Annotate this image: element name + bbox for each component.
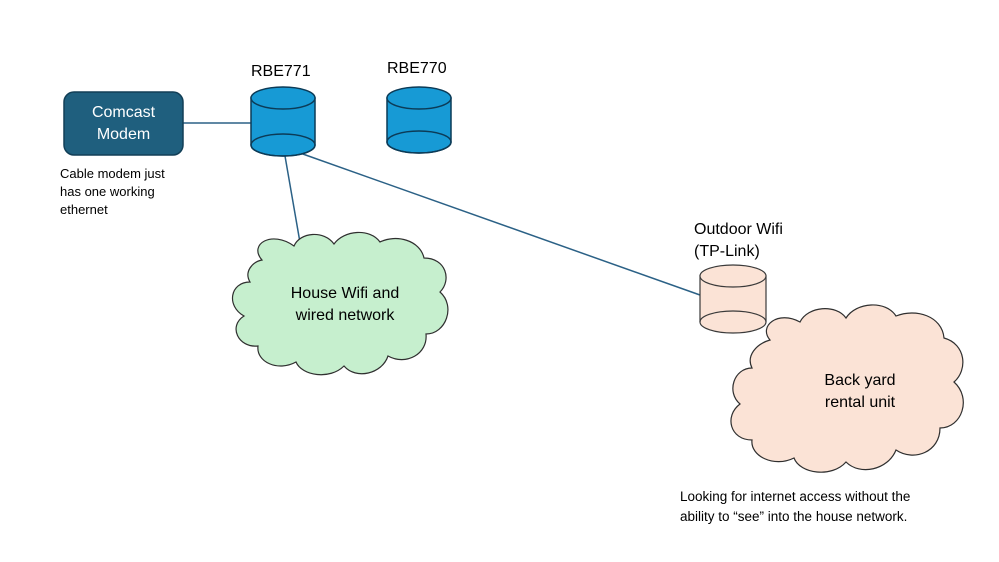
outdoor-wifi-label-line2: (TP-Link)	[694, 243, 760, 260]
house-cloud-label: House Wifi and wired network	[255, 283, 435, 327]
outdoor-wifi-icon	[699, 264, 767, 334]
rbe771-label: RBE771	[251, 63, 311, 80]
house-cloud-shape	[231, 231, 449, 376]
rental-cloud-label-line2: rental unit	[824, 394, 896, 411]
outdoor-wifi-label: Outdoor Wifi (TP-Link)	[694, 219, 783, 263]
rental-note-line1: Looking for internet access without the	[680, 489, 911, 504]
modem-label: Comcast Modem	[64, 102, 183, 146]
link-rbe771-house	[284, 155, 303, 255]
outdoor-wifi-label-line1: Outdoor Wifi	[694, 221, 783, 238]
house-cloud-label-line1: House Wifi and	[290, 285, 400, 302]
house-cloud-label-line2: wired network	[295, 307, 395, 324]
modem-box	[63, 91, 184, 156]
rbe770-label: RBE770	[387, 60, 447, 77]
modem-note: Cable modem just has one working etherne…	[60, 165, 165, 219]
rbe770-router-icon	[386, 86, 452, 154]
rental-note-line2: ability to “see” into the house network.	[680, 509, 908, 524]
rbe771-router-icon	[250, 86, 316, 157]
modem-note-line1: Cable modem just	[60, 166, 165, 181]
rental-cloud-shape	[730, 304, 964, 473]
modem-note-line2: has one working	[60, 184, 155, 199]
rental-note: Looking for internet access without the …	[680, 487, 910, 527]
rental-cloud-label-line1: Back yard	[824, 372, 896, 389]
modem-label-line2: Modem	[96, 126, 151, 143]
modem-note-line3: ethernet	[60, 202, 108, 217]
link-rbe771-outdoor	[299, 152, 701, 296]
rental-cloud-label: Back yard rental unit	[770, 370, 950, 414]
modem-label-line1: Comcast	[91, 104, 156, 121]
